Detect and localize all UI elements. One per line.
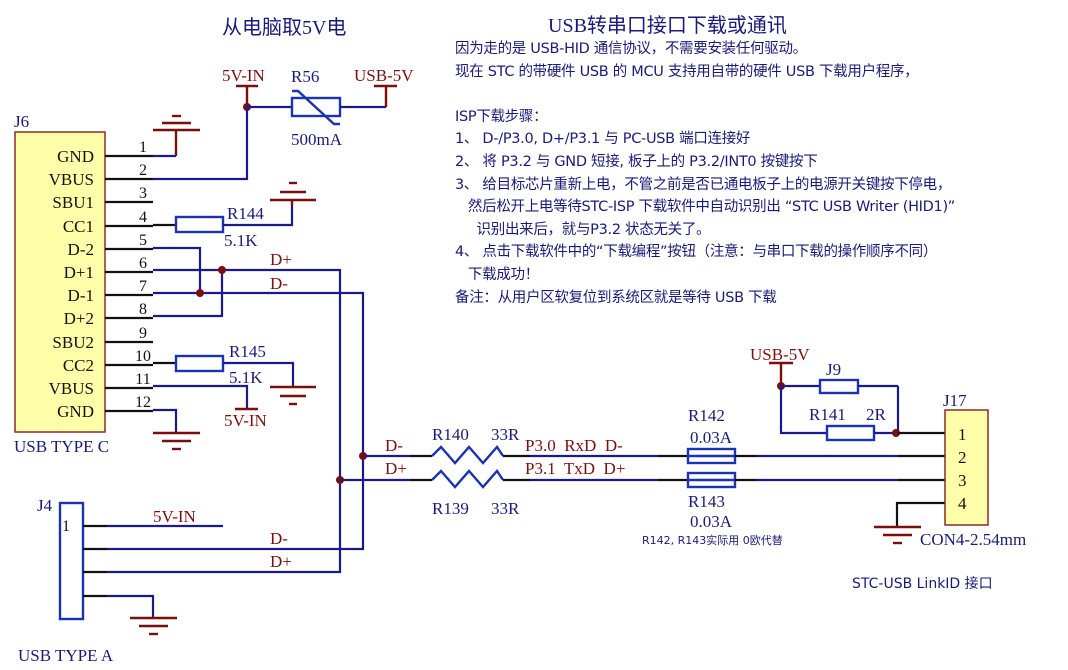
j6-pin-9: 9 SBU2 [52,325,153,352]
note-line: ISP下载步骤： [455,108,548,125]
isp-instructions: 因为走的是 USB-HID 通信协议，不需要安装任何驱动。 现在 STC 的带硬… [455,38,955,309]
r140-ref: R140 [432,425,469,444]
note-line [455,83,955,106]
r142-value: 0.03A [690,428,733,447]
j6-pin-number: 3 [139,185,147,202]
note-line: 下载成功！ [455,266,539,283]
r145-ref: R145 [229,342,266,361]
r139-value: 33R [491,499,520,518]
j6-pin-number: 10 [135,348,151,365]
note-line: 然后松开上电等待STC-ISP 下载软件中自动识别出 “STC USB Writ… [455,199,956,216]
note-line: 1、 D-/P3.0, D+/P3.1 与 PC-USB 端口连接好 [455,131,751,148]
note-line: 因为走的是 USB-HID 通信协议，不需要安装任何驱动。 [455,41,807,57]
j6-pin-2: 2 VBUS [49,162,153,189]
j6-pin-label: D+1 [64,263,94,282]
net-label-usb-5v-j17: USB-5V [750,345,810,364]
power-title: 从电脑取5V电 [222,16,346,39]
j6-pin-3: 3 SBU1 [52,185,153,212]
j6-pin-number: 1 [139,139,147,156]
j6-usb-type-c-connector: J6 USB TYPE C 1GND2VBUS3SBU14CC15D-26D+1… [14,112,153,456]
net-label-dp-bus: D+ [385,459,407,478]
j17-ref: J17 [943,391,967,410]
j6-pin-10: 10 CC2 [63,348,153,375]
r142-ref: R142 [688,406,725,425]
j6-pin-number: 12 [135,394,151,411]
j6-pin-number: 6 [139,255,147,272]
j6-pin-label: GND [57,147,94,166]
r139-ref: R139 [432,499,469,518]
net-label-5v-in-top: 5V-IN [222,66,265,85]
j6-pin-number: 8 [139,301,147,318]
j6-pin-5: 5 D-2 [68,232,153,259]
j17-connector: J17 1 2 3 4 CON4-2.54mm STC-USB LinkID 接… [852,391,1026,592]
j6-pin-8: 8 D+2 [64,301,153,328]
j4-name: USB TYPE A [18,646,114,665]
j17-pin-3: 3 [958,471,967,490]
r141-value: 2R [866,405,887,424]
j6-ref: J6 [14,112,29,131]
r56-value: 500mA [291,130,343,149]
note-line: 现在 STC 的带硬件 USB 的 MCU 支持用自带的硬件 USB 下载用户程… [455,63,919,80]
j6-pin-12: 12 GND [57,394,153,421]
j6-pin-11: 11 VBUS [49,371,153,398]
r144-value: 5.1K [224,231,258,250]
note-line: 2、 将 P3.2 与 GND 短接, 板子上的 P3.2/INT0 按键按下 [455,153,818,170]
j6-pin-7: 7 D-1 [68,278,153,305]
r144-ref: R144 [227,204,264,223]
j6-pin-label: CC2 [63,356,94,375]
net-label-dm-j4: D- [270,529,288,548]
j6-pin-number: 4 [139,209,147,226]
r143-value: 0.03A [690,512,733,531]
j6-pin-number: 7 [139,278,147,295]
net-label-dp-typec: D+ [270,250,292,269]
net-label-usb-5v-top: USB-5V [354,66,414,85]
r145-value: 5.1K [229,368,263,387]
j6-pin-label: GND [57,402,94,421]
net-label-5v-in-j4: 5V-IN [153,507,196,526]
j6-pin-label: CC1 [63,217,94,236]
j6-pin-4: 4 CC1 [63,209,153,236]
j6-pin-label: SBU1 [52,193,94,212]
j6-pin-label: D-1 [68,286,94,305]
j6-pin-6: 6 D+1 [64,255,153,282]
note-line: 3、 给目标芯片重新上电，不管之前是否已通电板子上的电源开关键按下停电， [455,176,952,193]
j6-pin-number: 9 [139,325,147,342]
j6-pin-label: VBUS [49,379,94,398]
j6-pin-label: SBU2 [52,333,94,352]
j4-usb-type-a-connector: J4 1 USB TYPE A [18,496,114,665]
net-label-dp-j4: D+ [270,552,292,571]
j6-pin-number: 5 [139,232,147,249]
r56-ptc-fuse: 5V-IN R56 USB-5V 500mA [222,66,414,149]
usb-serial-title: USB转串口接口下载或通讯 [548,14,787,37]
net-label-dm-typec: D- [270,274,288,293]
net-label-p31-txd: P3.1 TxD D+ [525,459,625,478]
j4-ref: J4 [37,496,53,515]
net-label-dm-bus: D- [385,436,403,455]
note-line: 4、 点击下载软件中的“下载编程”按钮（注意：与串口下载的操作顺序不同） [455,244,938,261]
j4-pin1: 1 [62,518,70,535]
j17-name: CON4-2.54mm [920,530,1026,549]
j6-pin-label: D+2 [64,309,94,328]
note-line: 识别出来后，就与P3.2 状态无关了。 [455,221,711,238]
j6-name: USB TYPE C [14,437,109,456]
j17-caption: STC-USB LinkID 接口 [852,575,993,592]
j9-ref: J9 [826,360,841,379]
r143-ref: R143 [688,492,725,511]
net-label-p30-rxd: P3.0 RxD D- [525,436,623,455]
r141-ref: R141 [809,405,846,424]
r142-r143-note: R142, R143实际用 0欧代替 [642,533,783,547]
j6-pin-label: VBUS [49,170,94,189]
net-label-5v-in-cc: 5V-IN [224,411,267,430]
j17-pin-2: 2 [958,448,967,467]
j6-pin-number: 11 [135,371,150,388]
j17-pin-4: 4 [958,494,967,513]
j6-pin-1: 1 GND [57,139,153,166]
j17-pin-1: 1 [958,425,967,444]
r140-value: 33R [491,425,520,444]
j6-pin-label: D-2 [68,240,94,259]
note-line: 备注：从用户区软复位到系统区就是等待 USB 下载 [455,289,777,306]
j6-pin-number: 2 [139,162,147,179]
r56-ref: R56 [291,67,319,86]
